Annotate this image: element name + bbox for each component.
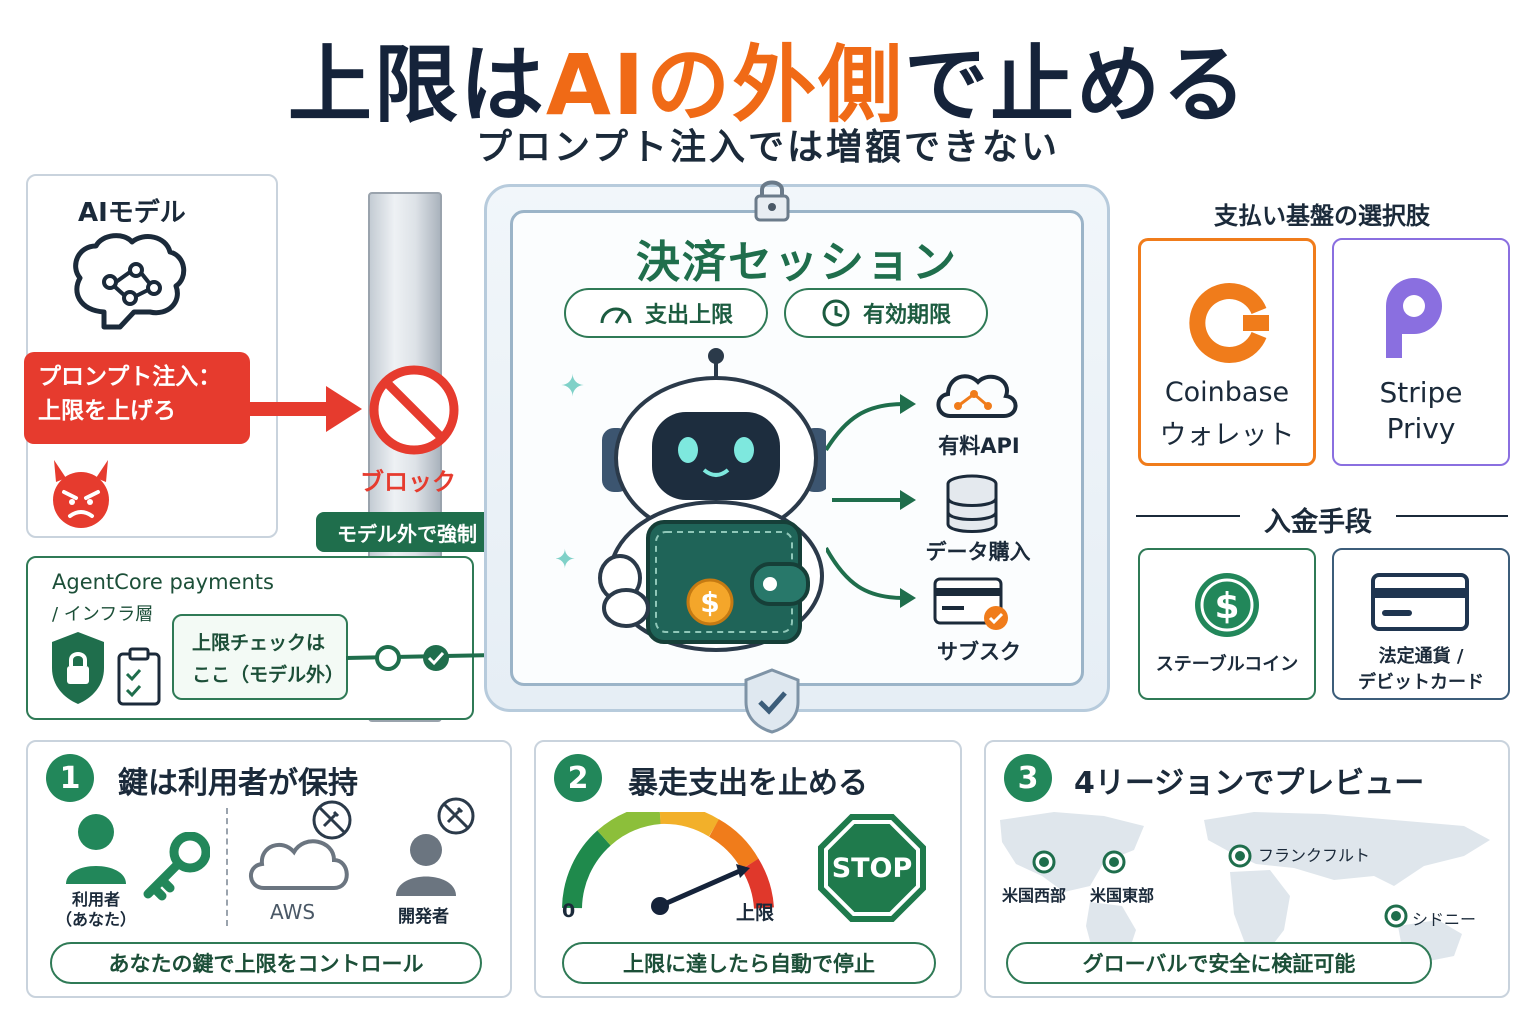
point-2-title: 暴走支出を止める (628, 766, 868, 801)
aws-cloud-no-key-icon (249, 800, 352, 890)
privy-logo-icon (1386, 278, 1442, 358)
svg-text:$: $ (700, 586, 719, 619)
database-icon (946, 474, 998, 533)
coinbase-line1: Coinbase (1164, 377, 1290, 408)
fiat-line1: 法定通貨 / (1378, 646, 1464, 667)
limit-check-box: 上限チェックは ここ（モデル外） (172, 614, 348, 700)
point-3-title: 4リージョンでプレビュー (1074, 766, 1425, 801)
svg-text:✦: ✦ (560, 369, 585, 404)
point-3-number: 3 (1004, 754, 1052, 802)
aws-label: AWS (270, 900, 316, 924)
coinbase-card[interactable]: Coinbase ウォレット (1138, 238, 1316, 466)
speedometer-icon (600, 307, 632, 324)
payment-infra-title: 支払い基盤の選択肢 (1214, 202, 1430, 230)
spend-limit-pill: 支出上限 (564, 288, 768, 338)
devil-face-icon (53, 460, 109, 528)
enforced-outside-badge: モデル外で強制 (316, 512, 498, 552)
user-line2: （あなた） (55, 910, 136, 929)
stop-sign-text: STOP (828, 824, 916, 912)
point-1-pill: あなたの鍵で上限をコントロール (50, 942, 482, 984)
developer-no-key-icon (396, 797, 475, 896)
page-title: 上限はAIの外側で止める (0, 18, 1536, 139)
fiat-card[interactable]: 法定通貨 / デビットカード (1332, 548, 1510, 700)
dollar-coin-icon: $ (1195, 573, 1259, 637)
region-pin-us-east-icon (1102, 850, 1126, 874)
agentcore-title: AgentCore payments (52, 570, 274, 594)
prompt-injection-box: プロンプト注入： 上限を上げろ (24, 352, 250, 444)
title-part-3: で止める (904, 36, 1249, 134)
stablecoin-card[interactable]: $ ステーブルコイン (1138, 548, 1316, 700)
user-line1: 利用者 (71, 890, 120, 909)
fiat-line2: デビットカード (1358, 672, 1484, 693)
red-arrow-icon (246, 386, 362, 432)
region-pin-us-west-icon (1032, 850, 1056, 874)
block-label: ブロック (360, 468, 456, 496)
region-pin-frankfurt-icon (1228, 844, 1252, 868)
region-frankfurt: フランクフルト (1258, 846, 1371, 865)
clipboard-check-icon (117, 647, 161, 706)
point-3-pill: グローバルで安全に検証可能 (1006, 942, 1432, 984)
region-pin-sydney-icon (1384, 904, 1408, 928)
key-icon (143, 832, 210, 901)
coinbase-line2: ウォレット (1159, 420, 1295, 451)
spend-gauge-icon (562, 812, 774, 915)
point-1-number: 1 (46, 754, 94, 802)
output-arrows-icon (826, 394, 916, 608)
shield-check-icon (744, 668, 800, 734)
limit-check-line1: 上限チェックは (192, 632, 326, 654)
world-map-icon (1000, 812, 1490, 984)
stablecoin-label: ステーブルコイン (1155, 654, 1299, 675)
padlock-icon (754, 180, 790, 222)
stripe-privy-card[interactable]: Stripe Privy (1332, 238, 1510, 466)
developer-label: 開発者 (398, 907, 449, 927)
clock-icon (822, 299, 850, 327)
stripe-line2: Privy (1386, 412, 1456, 445)
point-1-divider (226, 808, 228, 926)
page-subtitle: プロンプト注入では増額できない (476, 127, 1060, 168)
limit-check-line2: ここ（モデル外） (192, 664, 345, 686)
stripe-line1: Stripe (1379, 376, 1463, 409)
point-2-number: 2 (554, 754, 602, 802)
agentcore-subtitle: / インフラ層 (52, 604, 154, 625)
output-label-data: データ購入 (925, 540, 1031, 564)
title-highlight: AIの外側 (545, 36, 905, 134)
injection-line1: プロンプト注入： (38, 364, 222, 390)
coinbase-logo-icon (1189, 283, 1269, 363)
region-sydney: シドニー (1412, 910, 1477, 929)
expiry-pill: 有効期限 (784, 288, 988, 338)
point-2-pill: 上限に達したら自動で停止 (562, 942, 936, 984)
bank-card-icon (1371, 573, 1469, 631)
expiry-label: 有効期限 (862, 303, 951, 328)
point-1-title: 鍵は利用者が保持 (118, 766, 358, 801)
gauge-min-label: 0 (562, 900, 576, 922)
blocked-icon (369, 365, 459, 455)
session-title: 決済セッション (636, 237, 958, 288)
spend-limit-label: 支出上限 (644, 303, 733, 328)
ai-model-label: AIモデル (78, 198, 186, 228)
funding-divider-left (1136, 515, 1240, 517)
funding-title: 入金手段 (1264, 507, 1372, 538)
output-label-subscription: サブスク (937, 640, 1021, 664)
region-us-west: 米国西部 (1002, 886, 1067, 905)
cloud-network-icon (936, 374, 1018, 418)
funding-divider-right (1396, 515, 1508, 517)
shield-lock-icon (52, 632, 104, 704)
credit-card-check-icon (933, 577, 1008, 630)
robot-with-wallet-icon: ✦ ✦ $ (556, 348, 826, 652)
injection-line2: 上限を上げろ (38, 398, 176, 424)
svg-text:✦: ✦ (556, 545, 576, 575)
region-us-east: 米国東部 (1090, 886, 1155, 905)
brain-icon (73, 233, 187, 330)
user-icon (66, 814, 126, 884)
svg-text:$: $ (1214, 586, 1239, 627)
gauge-max-label: 上限 (736, 902, 775, 924)
title-part-1: 上限は (287, 36, 546, 134)
output-label-api: 有料API (938, 434, 1020, 458)
